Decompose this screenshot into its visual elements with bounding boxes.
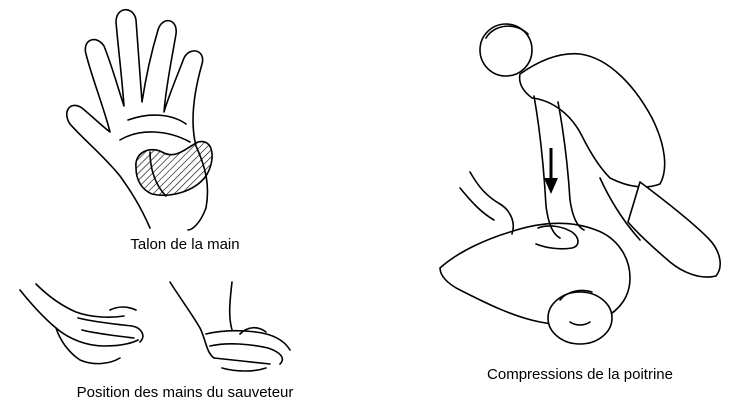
chest-compression-illustration [440, 24, 720, 344]
rescuer-leg [628, 182, 720, 277]
compression-arrow-icon [544, 178, 558, 194]
open-palm-illustration [67, 10, 212, 230]
interlaced-hands-side-view [20, 284, 143, 364]
interlaced-hands-front-view [170, 282, 290, 371]
caption-chest-compressions: Compressions de la poitrine [455, 366, 705, 383]
caption-rescuer-hand-position: Position des mains du sauveteur [20, 384, 350, 401]
patient-head [548, 292, 612, 344]
rescuer-torso [520, 54, 665, 187]
caption-heel-of-hand: Talon de la main [100, 236, 270, 253]
heel-of-hand-highlight [136, 142, 212, 196]
rescuer-head [480, 24, 532, 76]
